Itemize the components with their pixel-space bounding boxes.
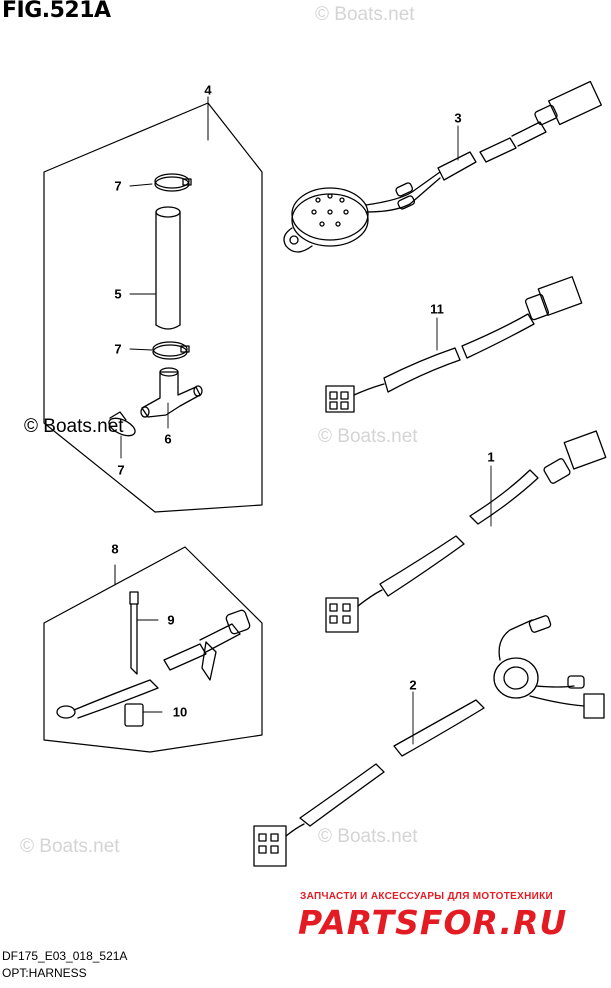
callout-1: 1: [487, 449, 495, 465]
group-label: OPT:HARNESS: [2, 966, 87, 980]
callout-10: 10: [172, 704, 188, 720]
cable-tie: [129, 591, 159, 675]
hose-clip-middle: [129, 341, 190, 360]
figure-title: FIG.521A: [2, 0, 111, 23]
watermark-middle: © Boats.net: [318, 426, 418, 447]
callout-8: 8: [111, 541, 119, 557]
watermark-bottom-left: © Boats.net: [20, 836, 120, 857]
hose-clip-top: [129, 173, 192, 192]
callout-9: 9: [167, 612, 175, 628]
callout-4: 4: [204, 82, 212, 98]
harness-2: [253, 615, 605, 867]
watermark-left-dark: © Boats.net: [24, 416, 124, 437]
buzzer-harness: [283, 80, 602, 253]
callout-5: 5: [114, 286, 122, 302]
ground-wire: [56, 609, 251, 719]
harness-11: [325, 276, 583, 413]
callout-7-top: 7: [114, 178, 122, 194]
watermark-top: © Boats.net: [315, 4, 415, 25]
shop-subtitle: ЗАПЧАСТИ И АКСЕССУАРЫ ДЛЯ МОТОТЕХНИКИ: [300, 891, 553, 902]
callout-7-middle: 7: [114, 341, 122, 357]
callout-6: 6: [164, 431, 172, 447]
shop-logo: PARTSFOR.RU: [298, 903, 568, 942]
hose-tube: [129, 206, 181, 330]
kit-8-outline: [43, 546, 263, 753]
harness-1: [325, 430, 607, 633]
callout-7-bottom: 7: [117, 462, 125, 478]
watermark-bottom-right: © Boats.net: [318, 826, 418, 847]
connector-cap: [124, 703, 163, 727]
callout-3: 3: [454, 110, 462, 126]
tee-joint: [140, 367, 203, 429]
callout-11: 11: [430, 301, 444, 317]
callout-2: 2: [409, 677, 417, 693]
hose-clip-bottom: [108, 411, 136, 459]
kit-4-outline: [43, 102, 263, 513]
drawing-code: DF175_E03_018_521A: [2, 949, 128, 963]
